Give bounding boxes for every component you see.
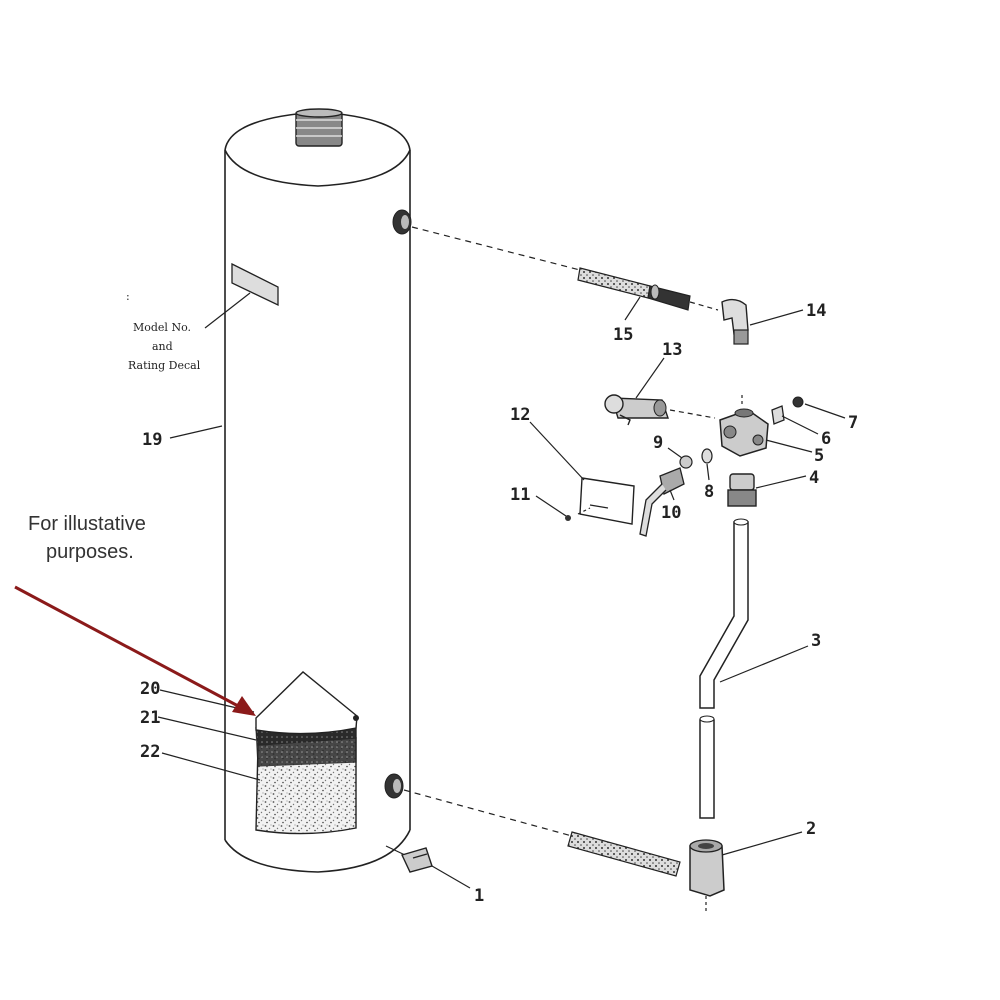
label-9: 9 (653, 433, 663, 453)
part-8 (701, 448, 713, 481)
decal-dot: : (126, 290, 130, 303)
red-arrow (14, 585, 256, 716)
leader-22 (161, 752, 261, 781)
part-11-screw (535, 495, 591, 521)
part-15 (577, 267, 719, 321)
part-5-body (719, 395, 813, 457)
illustrative-note-line1: For illustative (28, 513, 146, 535)
part-3-pipe (699, 518, 809, 819)
label-22: 22 (140, 742, 160, 762)
upper-dash (411, 226, 581, 271)
top-fitting (295, 108, 343, 147)
label-4: 4 (809, 468, 819, 488)
decal-label-line3: Rating Decal (128, 359, 201, 372)
label-5: 5 (814, 446, 824, 466)
lower-port (384, 773, 404, 799)
part-7 (792, 396, 846, 419)
label-2: 2 (806, 819, 816, 839)
label-6: 6 (821, 429, 831, 449)
upper-port (392, 209, 412, 235)
lower-pipe (567, 831, 681, 877)
part-12-plate (529, 421, 635, 525)
label-20: 20 (140, 679, 160, 699)
label-11: 11 (510, 485, 530, 505)
label-8: 8 (704, 482, 714, 502)
part-6 (771, 405, 819, 435)
label-19: 19 (142, 430, 162, 450)
rating-decal (204, 262, 279, 329)
illustrative-note-line2: purposes. (46, 541, 134, 563)
label-10: 10 (661, 503, 681, 523)
decal-label-line1: Model No. (133, 321, 191, 334)
label-13: 13 (662, 340, 682, 360)
leader-19 (169, 425, 223, 439)
lower-dash (403, 789, 573, 837)
part-10-handle (639, 467, 685, 537)
leader-21 (157, 716, 257, 741)
label-15: 15 (613, 325, 633, 345)
label-12: 12 (510, 405, 530, 425)
part-1-drain (385, 845, 471, 889)
tank-19 (224, 111, 411, 873)
label-14: 14 (806, 301, 826, 321)
part-2-tee (689, 831, 803, 912)
part-14-elbow (721, 298, 804, 345)
label-21: 21 (140, 708, 160, 728)
cutaway-insulation (255, 671, 359, 835)
part-13-valve (604, 357, 716, 426)
label-1: 1 (474, 886, 484, 906)
part-9 (667, 447, 693, 469)
decal-label-line2: and (152, 340, 173, 353)
part-4-fitting (727, 473, 807, 507)
label-3: 3 (811, 631, 821, 651)
label-7: 7 (848, 413, 858, 433)
